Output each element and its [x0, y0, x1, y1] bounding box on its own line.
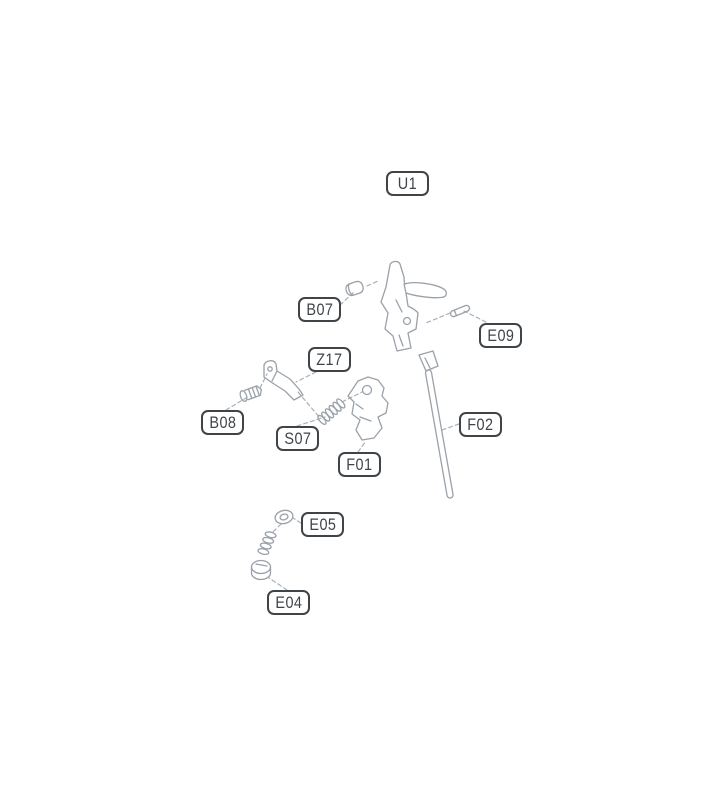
- leader-e04: [268, 577, 288, 591]
- part-label-e04: E04: [267, 590, 310, 615]
- leader-spring-bracket-axis: [341, 391, 363, 403]
- part-b08-screw-drawing: [239, 385, 263, 402]
- part-f02-rod-drawing: [418, 350, 454, 499]
- leader-e09-hammer-axis: [425, 312, 451, 324]
- part-label-s07: S07: [276, 426, 319, 451]
- leader-e05: [292, 517, 302, 524]
- part-label-text: B07: [306, 300, 333, 319]
- part-label-text: U1: [397, 174, 418, 193]
- part-label-text: E09: [487, 326, 514, 345]
- part-e05-washer-drawing: [274, 509, 294, 525]
- leader-s07: [296, 416, 326, 427]
- part-label-f01: F01: [338, 452, 381, 477]
- part-s07-spring-drawing: [317, 398, 346, 425]
- part-b07-plunger-drawing: [345, 280, 364, 297]
- leader-lines: [225, 280, 487, 591]
- leader-lever-spring-axis: [297, 391, 321, 419]
- part-label-b08: B08: [201, 410, 244, 435]
- part-u1-hammer-drawing: [380, 260, 448, 352]
- leader-b08-lever-axis: [259, 373, 268, 389]
- leader-f01: [357, 440, 367, 453]
- part-label-e05: E05: [301, 512, 344, 537]
- leader-z17: [295, 371, 317, 383]
- part-label-text: E05: [309, 515, 336, 534]
- leader-f02: [441, 423, 460, 431]
- parts-drawings: [239, 260, 471, 581]
- part-label-z17: Z17: [308, 347, 351, 372]
- part-z17-lever-drawing: [263, 360, 304, 401]
- part-e04-screw-drawing: [250, 531, 277, 581]
- leader-b08: [225, 397, 247, 411]
- part-label-text: F01: [346, 455, 373, 474]
- part-label-text: E04: [275, 593, 302, 612]
- part-label-b07: B07: [298, 297, 341, 322]
- part-f01-bracket-drawing: [347, 376, 389, 441]
- part-label-text: B08: [209, 413, 236, 432]
- leader-e05-e04-axis: [272, 523, 282, 533]
- leader-b07-hammer-axis: [366, 280, 379, 287]
- part-label-text: S07: [284, 429, 311, 448]
- part-label-f02: F02: [459, 412, 502, 437]
- part-label-text: F02: [467, 415, 494, 434]
- leader-e09: [463, 310, 487, 323]
- part-label-u1: U1: [386, 171, 429, 196]
- part-e09-pin-drawing: [449, 304, 471, 318]
- part-label-text: Z17: [316, 350, 343, 369]
- part-label-e09: E09: [479, 323, 522, 348]
